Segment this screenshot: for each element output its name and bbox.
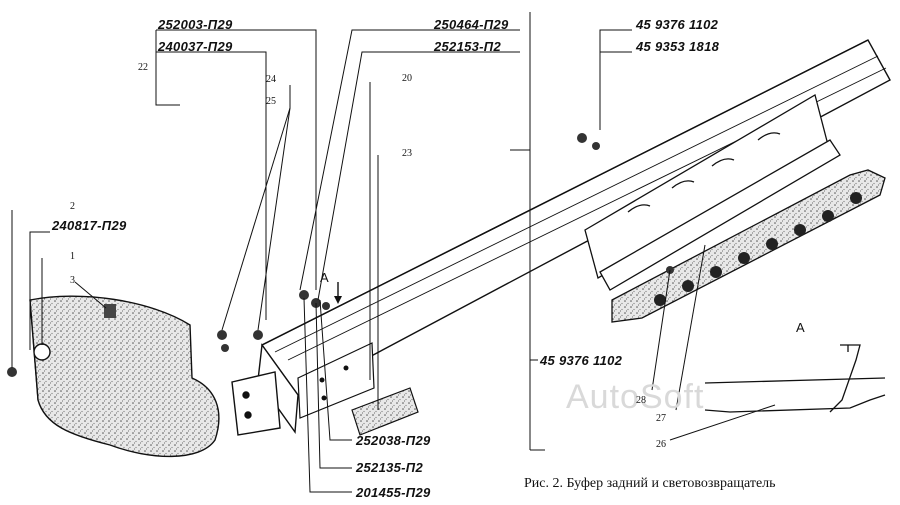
ref-24: 24 <box>266 74 276 85</box>
part-number-252003: 252003-П29 <box>158 17 233 32</box>
bumper-end-cap <box>29 295 220 458</box>
part-number-250464: 250464-П29 <box>434 17 509 32</box>
ref-3: 3 <box>70 275 75 286</box>
ref-2: 2 <box>70 201 75 212</box>
part-number-252038: 252038-П29 <box>356 433 431 448</box>
ref-20: 20 <box>402 73 412 84</box>
ref-28: 28 <box>636 395 646 406</box>
part-number-240037: 240037-П29 <box>158 39 233 54</box>
rear-step <box>584 94 886 323</box>
ref-23: 23 <box>402 148 412 159</box>
part-number-4593531818: 45 9353 1818 <box>636 39 720 54</box>
bolt-head <box>33 343 51 361</box>
ref-26: 26 <box>656 439 666 450</box>
ref-25: 25 <box>266 96 276 107</box>
view-a-arrow-label: А <box>320 270 329 285</box>
reflector <box>351 387 419 436</box>
part-number-240817: 240817-П29 <box>52 218 127 233</box>
ref-27: 27 <box>656 413 666 424</box>
part-number-4593761102-top: 45 9376 1102 <box>636 17 719 32</box>
watermark: AutoSoft <box>566 378 705 416</box>
part-number-4593761102-mid: 45 9376 1102 <box>540 353 623 368</box>
figure-caption: Рис. 2. Буфер задний и световозвращатель <box>524 476 776 491</box>
part-number-201455: 201455-П29 <box>356 485 431 500</box>
part-number-252153: 252153-П2 <box>434 39 501 54</box>
detail-view-a <box>704 344 886 413</box>
detail-a-label: А <box>796 320 805 335</box>
part-number-252135: 252135-П2 <box>356 460 423 475</box>
mounting-plate <box>297 342 375 419</box>
ref-22: 22 <box>138 62 148 73</box>
leader-lines <box>11 12 776 493</box>
bumper-beam <box>231 39 891 436</box>
ref-1: 1 <box>70 251 75 262</box>
